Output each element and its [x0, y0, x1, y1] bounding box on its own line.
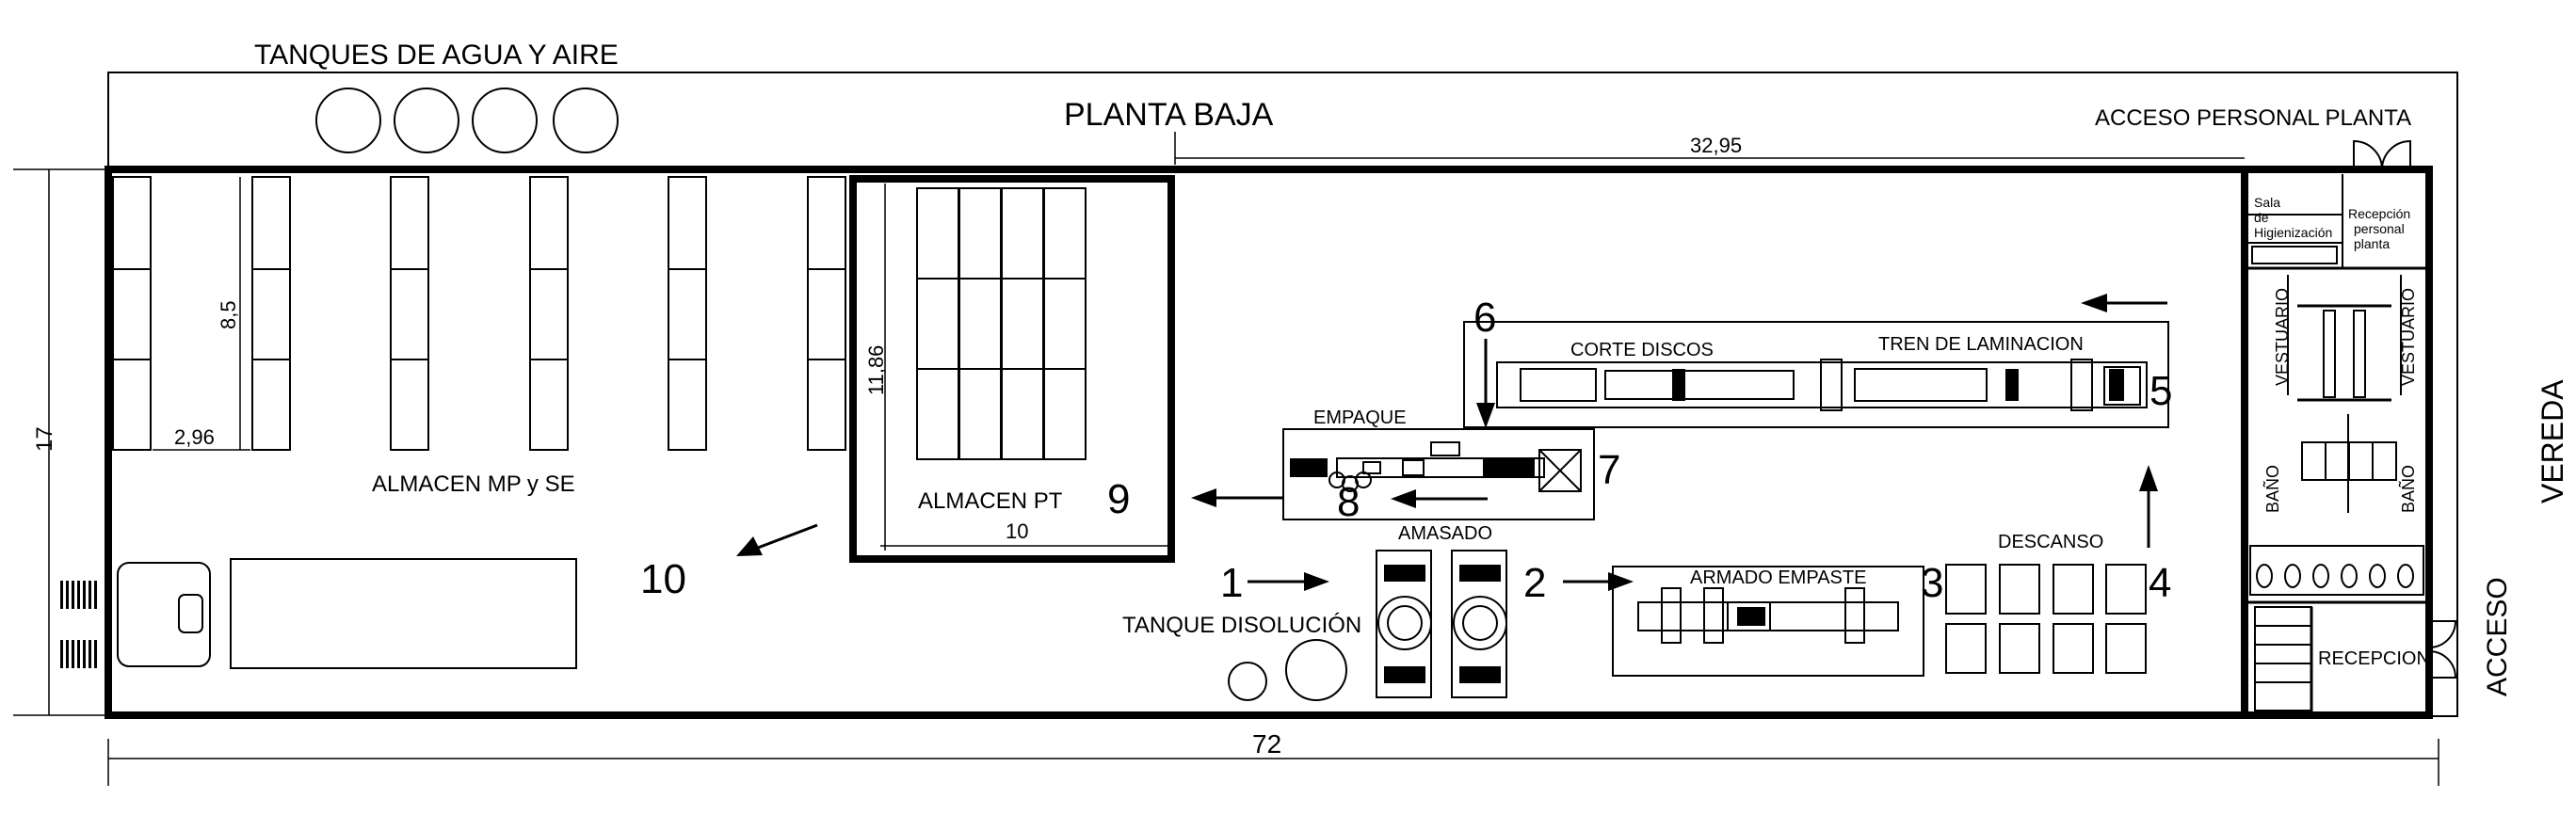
step-10: 10: [640, 556, 686, 602]
amasado-label: AMASADO: [1398, 523, 1492, 544]
dissolution-tanks: [1228, 639, 1347, 701]
step-6: 6: [1473, 295, 1496, 341]
dim-rack-height: 8,5: [217, 300, 240, 329]
bano-right-label: BAÑO: [2398, 465, 2418, 513]
dim-pt-width: 10: [1006, 519, 1028, 543]
step-9: 9: [1107, 476, 1130, 522]
almacen-pt-racks: [916, 187, 1087, 460]
vereda-label: VEREDA: [2536, 379, 2569, 503]
dim-pt-height: 11,86: [864, 345, 888, 395]
recepcion-personal-1: Recepción: [2348, 206, 2410, 221]
sala-label-3: Higienización: [2254, 225, 2332, 240]
tanks-title: TANQUES DE AGUA Y AIRE: [254, 40, 619, 71]
stairs: [2254, 606, 2312, 711]
main-access-door: [2428, 620, 2457, 679]
step-1: 1: [1220, 560, 1243, 606]
amasado-machine-1: [1376, 550, 1432, 698]
empaque-area: [1282, 428, 1595, 520]
step-8: 8: [1337, 479, 1360, 525]
dim-total-length: 72: [1252, 729, 1281, 759]
almacen-mp-label: ALMACEN MP y SE: [372, 471, 575, 497]
almacen-pt-room: [849, 175, 1175, 563]
tren-laminacion-area: [1463, 321, 2169, 428]
amasado-machine-2: [1451, 550, 1507, 698]
step-5: 5: [2149, 368, 2172, 414]
dim-rack-spacing: 2,96: [174, 425, 215, 449]
step-7: 7: [1598, 447, 1620, 493]
corte-discos-label: CORTE DISCOS: [1570, 340, 1714, 360]
vestuario-right-label: VESTUARIO: [2399, 288, 2418, 386]
water-air-tanks: [315, 88, 619, 153]
building-walls: [105, 166, 2433, 719]
armado-empaste-label: ARMADO EMPASTE: [1690, 567, 1866, 588]
flow-arrows: [736, 294, 2167, 591]
empaque-machine: [1290, 441, 1582, 492]
recepcion-label: RECEPCION: [2318, 648, 2430, 669]
empaque-label: EMPAQUE: [1313, 408, 1407, 428]
bano-fixtures: [2249, 414, 2424, 596]
step-3: 3: [1921, 560, 1943, 606]
armado-empaste-machine: [1637, 587, 1899, 644]
dim-top-span: 32,95: [1690, 134, 1742, 157]
vestuario-fixtures: [2287, 275, 2402, 402]
descanso-tables: [1945, 564, 2147, 674]
dim-total-width: 17: [32, 426, 57, 452]
sala-label-2: de: [2254, 210, 2269, 225]
truck: [60, 558, 577, 669]
almacen-pt-label: ALMACEN PT: [918, 488, 1063, 514]
acceso-personal-label: ACCESO PERSONAL PLANTA: [2095, 105, 2411, 131]
sala-bench: [2251, 246, 2338, 264]
vestuario-left-label: VESTUARIO: [2273, 288, 2292, 386]
almacen-mp-racks: [112, 176, 846, 451]
recepcion-personal-3: planta: [2354, 236, 2390, 251]
step-4: 4: [2149, 560, 2171, 606]
personal-access-door: [2353, 139, 2411, 170]
descanso-label: DESCANSO: [1998, 532, 2103, 552]
planta-baja-label: PLANTA BAJA: [1064, 97, 1274, 133]
sala-label-1: Sala: [2254, 195, 2280, 210]
tren-laminacion-machine: [1496, 359, 2148, 411]
armado-empaste-area: [1612, 566, 1924, 677]
bano-left-label: BAÑO: [2262, 465, 2282, 513]
recepcion-personal-2: personal: [2354, 221, 2405, 236]
tren-laminacion-label: TREN DE LAMINACION: [1878, 334, 2084, 355]
tanque-disolucion-label: TANQUE DISOLUCIÓN: [1122, 613, 1361, 638]
acceso-label: ACCESO: [2482, 577, 2513, 696]
step-2: 2: [1523, 560, 1546, 606]
